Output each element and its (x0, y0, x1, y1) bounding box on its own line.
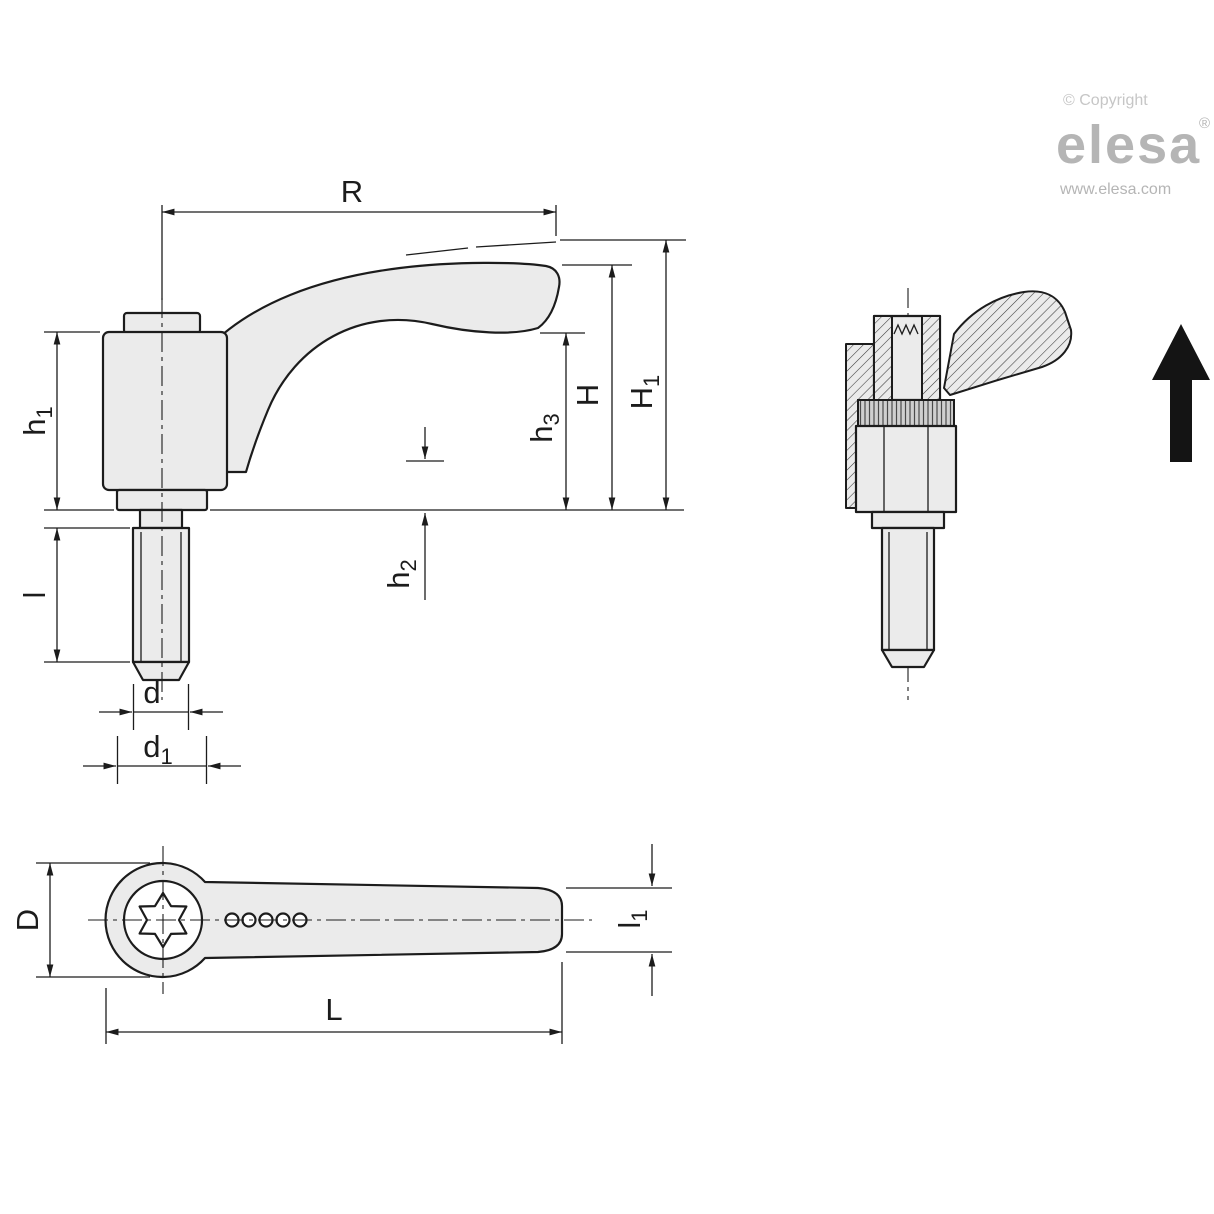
dimension-h1: h1 (17, 331, 114, 511)
dim-label-h2: h2 (381, 559, 421, 589)
dim-label-l1: l1 (612, 909, 652, 928)
registered-mark-icon: ® (1199, 115, 1210, 132)
dimension-H: H (562, 264, 632, 510)
elesa-logo: elesa (1056, 115, 1201, 175)
section-head-wall-left (873, 315, 893, 401)
dim-label-d1: d1 (143, 729, 173, 769)
stud-neck (138, 508, 184, 530)
raised-position-line (405, 247, 469, 256)
branding-block: © Copyright elesa ® www.elesa.com (1056, 92, 1210, 198)
lever-arm (206, 261, 561, 474)
dimension-H1: H1 (560, 239, 686, 510)
dim-label-H: H (570, 384, 605, 406)
copyright-text: © Copyright (1063, 92, 1148, 109)
stud-chamfer (131, 660, 191, 682)
section-serration-detail (893, 323, 919, 336)
side-view: R h1 l d (17, 174, 686, 784)
dimension-d: d (99, 675, 223, 730)
dimension-R: R (161, 174, 557, 300)
up-arrow-icon (1152, 324, 1210, 462)
section-stud-chamfer (880, 648, 936, 669)
dim-label-l: l (17, 592, 52, 599)
torx-recess-icon (138, 891, 188, 949)
dim-label-R: R (341, 174, 363, 209)
section-knurled-ring (857, 399, 955, 427)
dimension-L: L (105, 962, 563, 1044)
website-text: www.elesa.com (1059, 181, 1171, 198)
dimension-l: l (17, 527, 130, 663)
dim-label-h1: h1 (17, 406, 57, 436)
dimension-h2: h2 (381, 427, 444, 600)
section-lever-arm (943, 290, 1073, 396)
dim-label-h3: h3 (524, 413, 564, 443)
dim-label-L: L (325, 992, 342, 1027)
raised-position-line (475, 241, 557, 248)
dim-label-D: D (10, 909, 45, 931)
section-washer (870, 510, 946, 530)
dimension-d1: d1 (83, 729, 241, 784)
dim-label-d: d (143, 675, 160, 710)
dimension-D: D (10, 862, 150, 978)
section-stud (880, 526, 936, 652)
dimension-l1: l1 (566, 844, 672, 996)
dimension-h3: h3 (524, 332, 585, 510)
section-hub-body (854, 424, 958, 514)
section-view (845, 288, 1073, 700)
hub-body (101, 330, 229, 492)
section-head-wall-right (921, 315, 941, 401)
dim-label-H1: H1 (624, 375, 664, 410)
top-view: D L l1 (10, 844, 672, 1044)
